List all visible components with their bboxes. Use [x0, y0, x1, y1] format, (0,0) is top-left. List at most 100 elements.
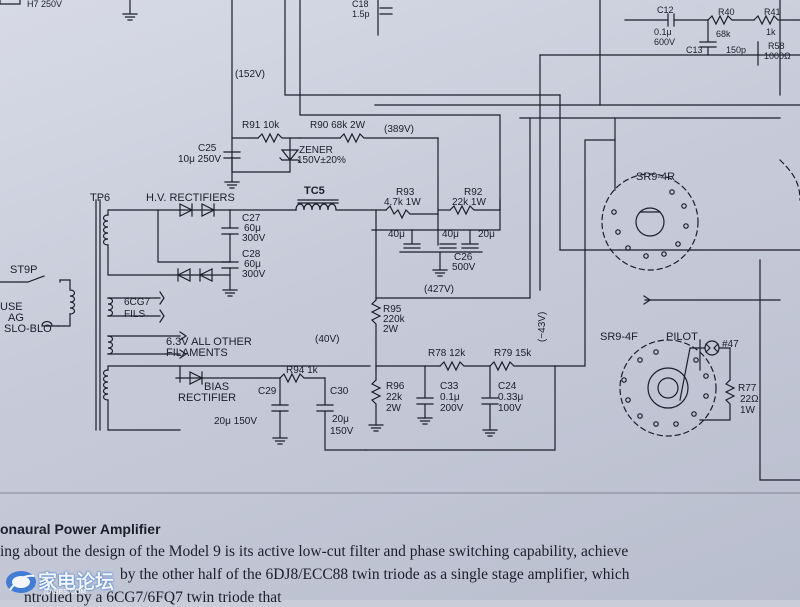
ground-symbol: [222, 289, 238, 297]
r95-resistor: [370, 299, 382, 371]
ground-symbol: [417, 417, 433, 425]
label-c24-value-2: 100V: [498, 403, 522, 414]
label-r78: R78 12k: [428, 348, 466, 359]
label-r77: R77: [738, 383, 757, 394]
c13-capacitor: [699, 19, 717, 56]
label-c33-value-2: 200V: [440, 403, 464, 414]
label-c24: C24: [498, 381, 517, 392]
c28-capacitor: [221, 261, 239, 269]
label-c12-value-1: 0.1μ: [654, 27, 672, 37]
body-text-line-2: by the other half of the 6DJ8/ECC88 twin…: [120, 566, 630, 583]
label-c26-40u-b: 40μ: [442, 229, 459, 240]
figure-caption-title: onaural Power Amplifier: [0, 521, 161, 537]
body-text-line-1: ing about the design of the Model 9 is i…: [0, 543, 629, 560]
c26-capacitor-a: [403, 229, 421, 249]
ground-symbol: [482, 429, 498, 437]
label-r77-value-1: 22Ω: [740, 394, 759, 405]
label-c24-value-1: 0.33μ: [498, 392, 524, 403]
hv-diode-3: [176, 268, 191, 282]
label-c18-value: 1.5p: [352, 9, 370, 19]
label-ag: AG: [8, 312, 24, 324]
label-r92: R92: [464, 187, 483, 198]
hv-diode-1: [179, 203, 194, 217]
c24-capacitor: [481, 365, 499, 431]
label-c27: C27: [242, 213, 261, 224]
ground-symbol: [224, 181, 240, 189]
sr9-4r-tube-socket: [601, 173, 699, 271]
label-lamp-47: #47: [722, 339, 739, 350]
label-c33-value-1: 0.1μ: [440, 392, 460, 403]
bias-winding: [102, 369, 109, 401]
label-slo-blo: SLO-BLO: [4, 323, 52, 335]
label-6-3v-all-other: 6.3V ALL OTHER: [166, 336, 252, 348]
label-r41: R41: [764, 7, 781, 17]
label-top-left: H7 250V: [27, 0, 63, 9]
label-r58-value: 1000Ω: [764, 51, 791, 61]
label-hv-rectifiers: H.V. RECTIFIERS: [146, 192, 235, 204]
watermark-logo-icon: [6, 571, 36, 593]
label-sr9-4r: SR9-4R: [636, 171, 676, 183]
label-zener: ZENER: [299, 145, 333, 156]
r77-resistor: [699, 379, 736, 421]
power-supply-schematic: [0, 0, 800, 494]
label-c29: C29: [258, 386, 277, 397]
label-r95-value-1: 220k: [383, 314, 405, 325]
label-bias: BIAS: [204, 381, 230, 393]
label-r94: R94 1k: [286, 365, 318, 376]
label-c28-value-2: 300V: [242, 269, 266, 280]
label-c30-value-1: 20μ: [332, 414, 349, 425]
label-zener-value: 150V±20%: [297, 155, 346, 166]
label-c25-value: 10μ 250V: [178, 154, 222, 165]
hv-diode-4: [198, 268, 213, 282]
label-c12: C12: [657, 5, 674, 15]
label-152v: (152V): [235, 69, 266, 80]
label-r96: R96: [386, 381, 405, 392]
r40-resistor: [707, 14, 755, 26]
c18-capacitor: [379, 7, 393, 15]
label-r40-value: 68k: [716, 29, 731, 39]
label-c26: C26: [454, 252, 473, 263]
st9p-switch: [0, 275, 45, 283]
fils-winding: [107, 297, 114, 317]
label-sr9-4f: SR9-4F: [600, 331, 638, 343]
c30-capacitor: [316, 377, 367, 451]
hv-diode-2: [201, 203, 216, 217]
ground-symbol: [432, 269, 448, 277]
label-neg43v: (−43V): [537, 311, 548, 342]
c12-capacitor: [624, 13, 709, 27]
label-c25: C25: [198, 143, 217, 154]
label-389v: (389V): [384, 124, 415, 135]
label-r40: R40: [718, 7, 735, 17]
fuse-symbol: [41, 320, 59, 327]
r91-resistor: [257, 132, 301, 144]
label-c28-value-1: 60μ: [244, 259, 261, 270]
label-pilot: PILOT: [666, 331, 698, 343]
sr9-4f-tube-socket: [619, 339, 717, 437]
label-fuse: USE: [0, 301, 23, 313]
r90-resistor: [339, 132, 439, 144]
ground-symbol: [122, 0, 138, 21]
watermark-text: 家电论坛: [38, 571, 115, 593]
watermark-url: JD-BBS.COM: [44, 588, 87, 596]
label-bias-rectifier: RECTIFIER: [178, 392, 237, 404]
label-c27-value-2: 300V: [242, 233, 266, 244]
hv-secondary-winding: [102, 214, 109, 246]
label-r96-value-1: 22k: [386, 392, 403, 403]
filament-winding: [107, 335, 114, 355]
r94-resistor: [279, 372, 326, 384]
label-r77-value-2: 1W: [740, 405, 755, 416]
label-r95-value-2: 2W: [383, 324, 398, 335]
r41-resistor: [753, 14, 800, 26]
label-c26-value: 500V: [452, 262, 476, 273]
label-c12-value-2: 600V: [654, 37, 676, 47]
label-427v: (427V): [424, 284, 455, 295]
label-r93: R93: [396, 187, 415, 198]
label-r95: R95: [383, 304, 402, 315]
label-r41-value: 1k: [766, 27, 776, 37]
label-c13-value: 150p: [726, 45, 747, 55]
site-watermark: 家电论坛 JD-BBS.COM: [4, 566, 126, 596]
r92-resistor: [449, 204, 501, 216]
label-c28: C28: [242, 249, 261, 260]
r96-resistor: [370, 379, 382, 426]
